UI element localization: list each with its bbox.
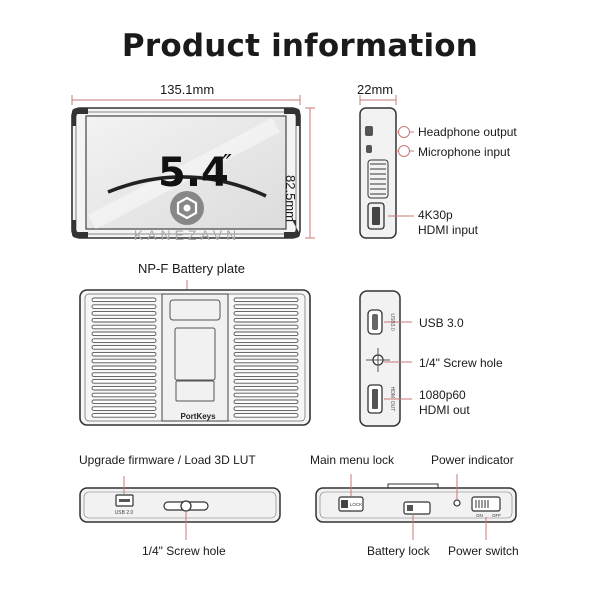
bottom-edge-left: USB 2.0 (79, 476, 281, 540)
vent-slot (233, 317, 299, 323)
vent-slot (233, 385, 299, 391)
vent-slot (233, 365, 299, 371)
vent-slot (91, 311, 157, 316)
vent-slot (233, 297, 299, 303)
vent-slot (91, 358, 157, 364)
page-title: Product information (121, 28, 479, 64)
watermark-logo (170, 191, 204, 225)
hdmi-in-label-2: HDMI input (418, 223, 479, 237)
width-label: 135.1mm (160, 82, 215, 97)
side-view-outputs: USB3.0 HDMI OUT (359, 290, 412, 427)
headphone-label: Headphone output (418, 125, 517, 139)
watermark-text: KANEZAVN (134, 227, 240, 243)
vent-slot (91, 392, 157, 398)
vent-slot (91, 406, 157, 411)
vent-slot (91, 304, 157, 309)
vent-slot (233, 379, 299, 384)
svg-text:USB 2.0: USB 2.0 (115, 510, 134, 516)
brand-logo: PortKeys (180, 412, 216, 421)
vent-slot (91, 317, 157, 323)
vent-slot (91, 372, 157, 377)
hdmi-in-label-1: 4K30p (418, 208, 453, 222)
power-indicator-led (453, 499, 461, 507)
vent-slot (233, 413, 299, 418)
svg-text:OFF: OFF (492, 513, 501, 518)
bottom-edge-right: LOCK ON OFF (315, 474, 517, 540)
vent-slot (233, 392, 299, 398)
hdmi-out-label-1: 1080p60 (419, 388, 466, 402)
vent-slot (91, 297, 157, 303)
vent-slot (233, 358, 299, 364)
vent-slot (91, 331, 157, 337)
vent-slot (233, 311, 299, 316)
svg-text:LOCK: LOCK (350, 502, 362, 507)
vent-slot (91, 338, 157, 343)
microphone-label: Microphone input (418, 145, 511, 159)
vent-slot (233, 331, 299, 337)
front-view: KANEZAVN (71, 95, 315, 243)
vent-slot (91, 365, 157, 371)
vent-slot (233, 324, 299, 330)
vent-slot (91, 413, 157, 418)
back-view: PortKeys (79, 280, 311, 426)
screw-hole-bottom-label: 1/4" Screw hole (142, 544, 226, 558)
vent-slot (233, 372, 299, 377)
vent-slot (91, 345, 157, 350)
vent-slot (91, 385, 157, 391)
screw-hole-bottom (180, 500, 192, 512)
battery-plate-label: NP-F Battery plate (138, 261, 245, 276)
screen-size-value: 5.4 (158, 150, 229, 196)
power-indicator-label: Power indicator (431, 453, 514, 467)
height-label: 82.5mm (283, 175, 298, 222)
vent-slot (91, 379, 157, 384)
battery-lock-label: Battery lock (367, 544, 430, 558)
vent-slot (91, 324, 157, 330)
battery-plate (161, 293, 229, 422)
vent-slot (233, 338, 299, 343)
vent-slot (233, 399, 299, 405)
screen-swoosh (107, 175, 267, 198)
side-view-inputs (359, 95, 414, 239)
usb3-label: USB 3.0 (419, 316, 464, 330)
vent-slot (91, 399, 157, 405)
depth-label: 22mm (357, 82, 394, 97)
vent-slot (233, 304, 299, 309)
screen-size-unit: ″ (222, 150, 232, 180)
vent-slot (233, 406, 299, 411)
main-menu-lock-label: Main menu lock (310, 453, 395, 467)
vent-slot (91, 351, 157, 357)
svg-text:ON: ON (476, 513, 483, 518)
vent-slot (233, 351, 299, 357)
upgrade-firmware-label: Upgrade firmware / Load 3D LUT (79, 453, 256, 467)
hdmi-out-label-2: HDMI out (419, 403, 470, 417)
vent-slot (233, 345, 299, 350)
power-switch-label: Power switch (448, 544, 519, 558)
screw-hole-side-label: 1/4" Screw hole (419, 356, 503, 370)
